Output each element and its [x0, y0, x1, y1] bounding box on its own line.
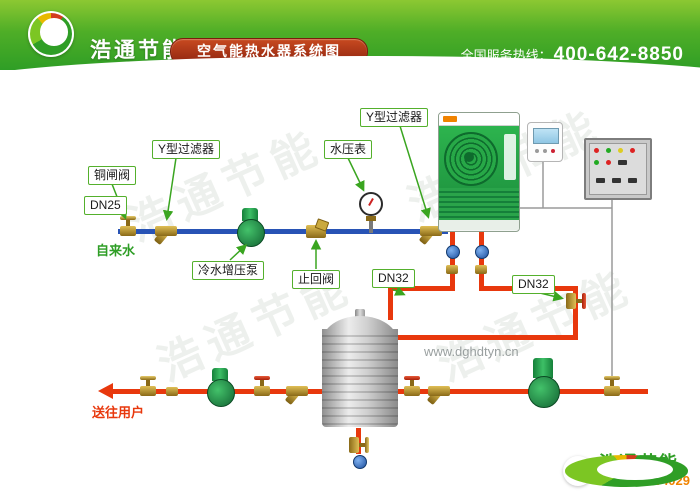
- brass-gate-valve: [120, 216, 136, 238]
- tank-drain-valve: [347, 437, 369, 453]
- return-pipe-vertical: [573, 286, 578, 340]
- label-booster-pump: 冷水增压泵: [192, 261, 265, 280]
- label-to-users: 送往用户: [92, 405, 145, 420]
- hotline-number: 400-642-8850: [553, 44, 684, 65]
- wired-controller: [527, 122, 563, 162]
- check-valve-icon: [306, 225, 326, 238]
- brass-fitting-icon: [446, 265, 458, 274]
- control-cabinet: [584, 138, 652, 200]
- brass-fitting-icon: [475, 265, 487, 274]
- blue-ball-valve-icon: [475, 245, 489, 259]
- heat-pump-fan-panel: [439, 126, 519, 188]
- y-strainer-icon: [418, 221, 442, 246]
- hot-water-circulation-pump: [528, 358, 560, 408]
- drain-cap-icon: [353, 455, 367, 469]
- label-y-strainer-top: Y型过滤器: [360, 108, 429, 127]
- page-title: 空气能热水器系统图: [170, 38, 368, 65]
- y-strainer-icon: [426, 381, 450, 406]
- return-line-valve: [564, 293, 586, 309]
- label-tap-water: 自来水: [96, 243, 136, 258]
- label-dn25: DN25: [84, 196, 127, 215]
- tank-body: [322, 329, 398, 427]
- label-pressure-gauge: 水压表: [324, 140, 373, 159]
- flow-arrow-icon: [98, 383, 113, 399]
- hot-pipe-heatpump-out: [450, 230, 455, 291]
- cold-water-booster-pump: [237, 208, 265, 247]
- heat-pump-side-label: [504, 134, 516, 180]
- footer-logo-icon: [562, 456, 593, 487]
- tank-vent-cap: [355, 309, 365, 319]
- return-pipe-heatpump: [479, 230, 484, 291]
- brass-gate-valve: [604, 376, 620, 398]
- y-strainer-icon: [284, 381, 308, 406]
- y-strainer-icon: [153, 221, 177, 246]
- water-tank: [322, 309, 398, 430]
- heat-pump-grille: [439, 188, 519, 220]
- company-name: 浩通节能: [90, 39, 186, 62]
- heat-pump-unit: [438, 112, 520, 232]
- blue-ball-valve-icon: [446, 245, 460, 259]
- supply-pipe-right: [397, 389, 648, 394]
- label-dn32-right: DN32: [512, 275, 555, 294]
- hot-pipe-tank-inlet: [388, 286, 393, 320]
- hotline: 全国服务热线： 400-642-8850: [461, 44, 684, 66]
- label-dn32-left: DN32: [372, 269, 415, 288]
- ball-valve-red-handle: [254, 376, 270, 398]
- watermark-url: www.dghdtyn.cn: [424, 344, 519, 359]
- fan-icon: [444, 132, 498, 186]
- hot-pipe-to-tank: [388, 286, 455, 291]
- cold-water-inlet-pipe: [118, 229, 448, 234]
- label-check-valve: 止回阀: [292, 270, 341, 289]
- return-pipe-to-tank: [397, 335, 578, 340]
- footer: 浩通节能 0769-22664029: [562, 453, 690, 489]
- heat-pump-base: [439, 220, 519, 230]
- controller-screen: [533, 128, 559, 144]
- circulation-pump: [207, 368, 235, 407]
- pressure-gauge-icon: [358, 192, 384, 233]
- brass-fitting-icon: [166, 387, 178, 396]
- header: 浩通节能 空气能热水器系统图 全国服务热线： 400-642-8850: [0, 0, 700, 88]
- ball-valve-red-handle: [404, 376, 420, 398]
- brass-gate-valve: [140, 376, 156, 398]
- heat-pump-brand-band: [439, 113, 519, 126]
- hotline-label: 全国服务热线：: [460, 48, 552, 63]
- fan-hub-icon: [464, 152, 474, 162]
- label-y-strainer-left: Y型过滤器: [152, 140, 221, 159]
- label-brass-gate-valve: 铜闸阀: [88, 166, 137, 185]
- logo-icon: [28, 11, 74, 57]
